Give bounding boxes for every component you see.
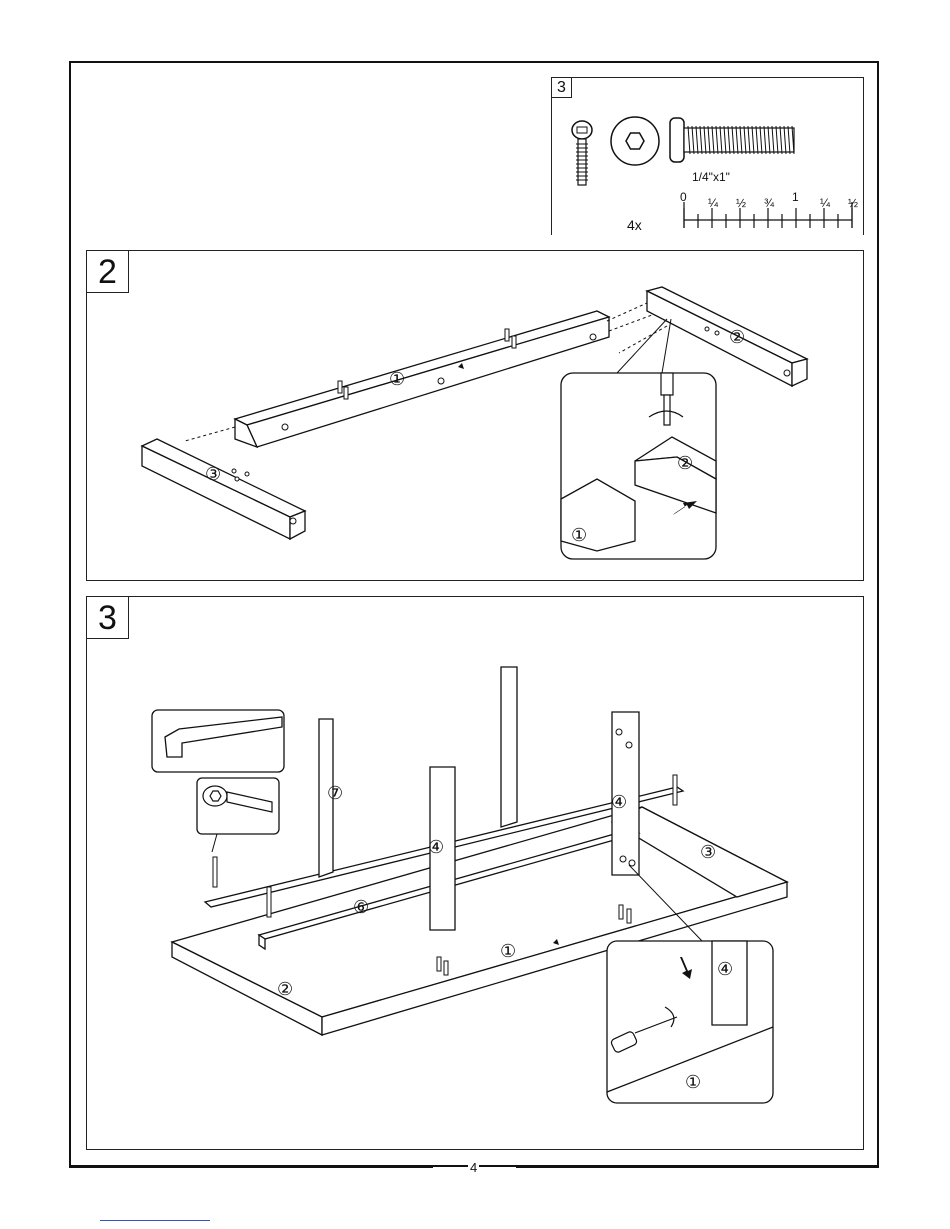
step-3-diagram <box>87 597 865 1151</box>
rail-top <box>235 311 609 425</box>
step-2-diagram <box>87 251 865 582</box>
hardware-size: 1/4"x1" <box>692 170 730 184</box>
footer-line-right <box>516 1166 879 1168</box>
hex-head-icon <box>611 117 659 165</box>
step3-part-end-right: ③ <box>700 842 716 863</box>
step3-part-leg-7: ⑦ <box>327 783 343 804</box>
step2-inset-part-bottom: ① <box>571 525 587 546</box>
ruler-label: ¼ <box>708 196 718 210</box>
ruler-label: 1 <box>792 190 799 204</box>
step2-part-end-right: ② <box>729 327 745 348</box>
step2-part-end-left: ③ <box>205 464 221 485</box>
hardware-quantity: 4x <box>627 217 642 233</box>
step3-part-end-left: ② <box>277 979 293 1000</box>
page-number: 4 <box>468 1160 479 1175</box>
ruler-label: 0 <box>680 190 687 204</box>
ruler-label: ½ <box>736 196 746 210</box>
rail-front <box>247 317 609 447</box>
ruler-label: ½ <box>848 196 858 210</box>
step3-part-rail-1: ① <box>500 941 516 962</box>
step3-inset-part-rail: ① <box>685 1072 701 1093</box>
step3-part-leg-right: ④ <box>611 792 627 813</box>
bolt-illustration <box>552 78 865 236</box>
step2-inset-part-top: ② <box>677 453 693 474</box>
footer-line-left <box>69 1166 433 1168</box>
hardware-box: 3 <box>551 77 864 235</box>
step3-part-rail-6: ⑥ <box>353 897 369 918</box>
ruler-label: ¼ <box>820 196 830 210</box>
step2-part-rail: ① <box>389 369 405 390</box>
link-underline <box>100 1220 210 1221</box>
step3-inset-part-leg: ④ <box>717 959 733 980</box>
bolt-vertical-icon <box>572 121 592 185</box>
step-2-panel: 2 <box>86 250 864 581</box>
bolt-horizontal-icon <box>670 118 794 162</box>
step-3-panel: 3 <box>86 596 864 1150</box>
step3-part-leg-mid: ④ <box>428 837 444 858</box>
ruler-label: ¾ <box>764 196 774 210</box>
